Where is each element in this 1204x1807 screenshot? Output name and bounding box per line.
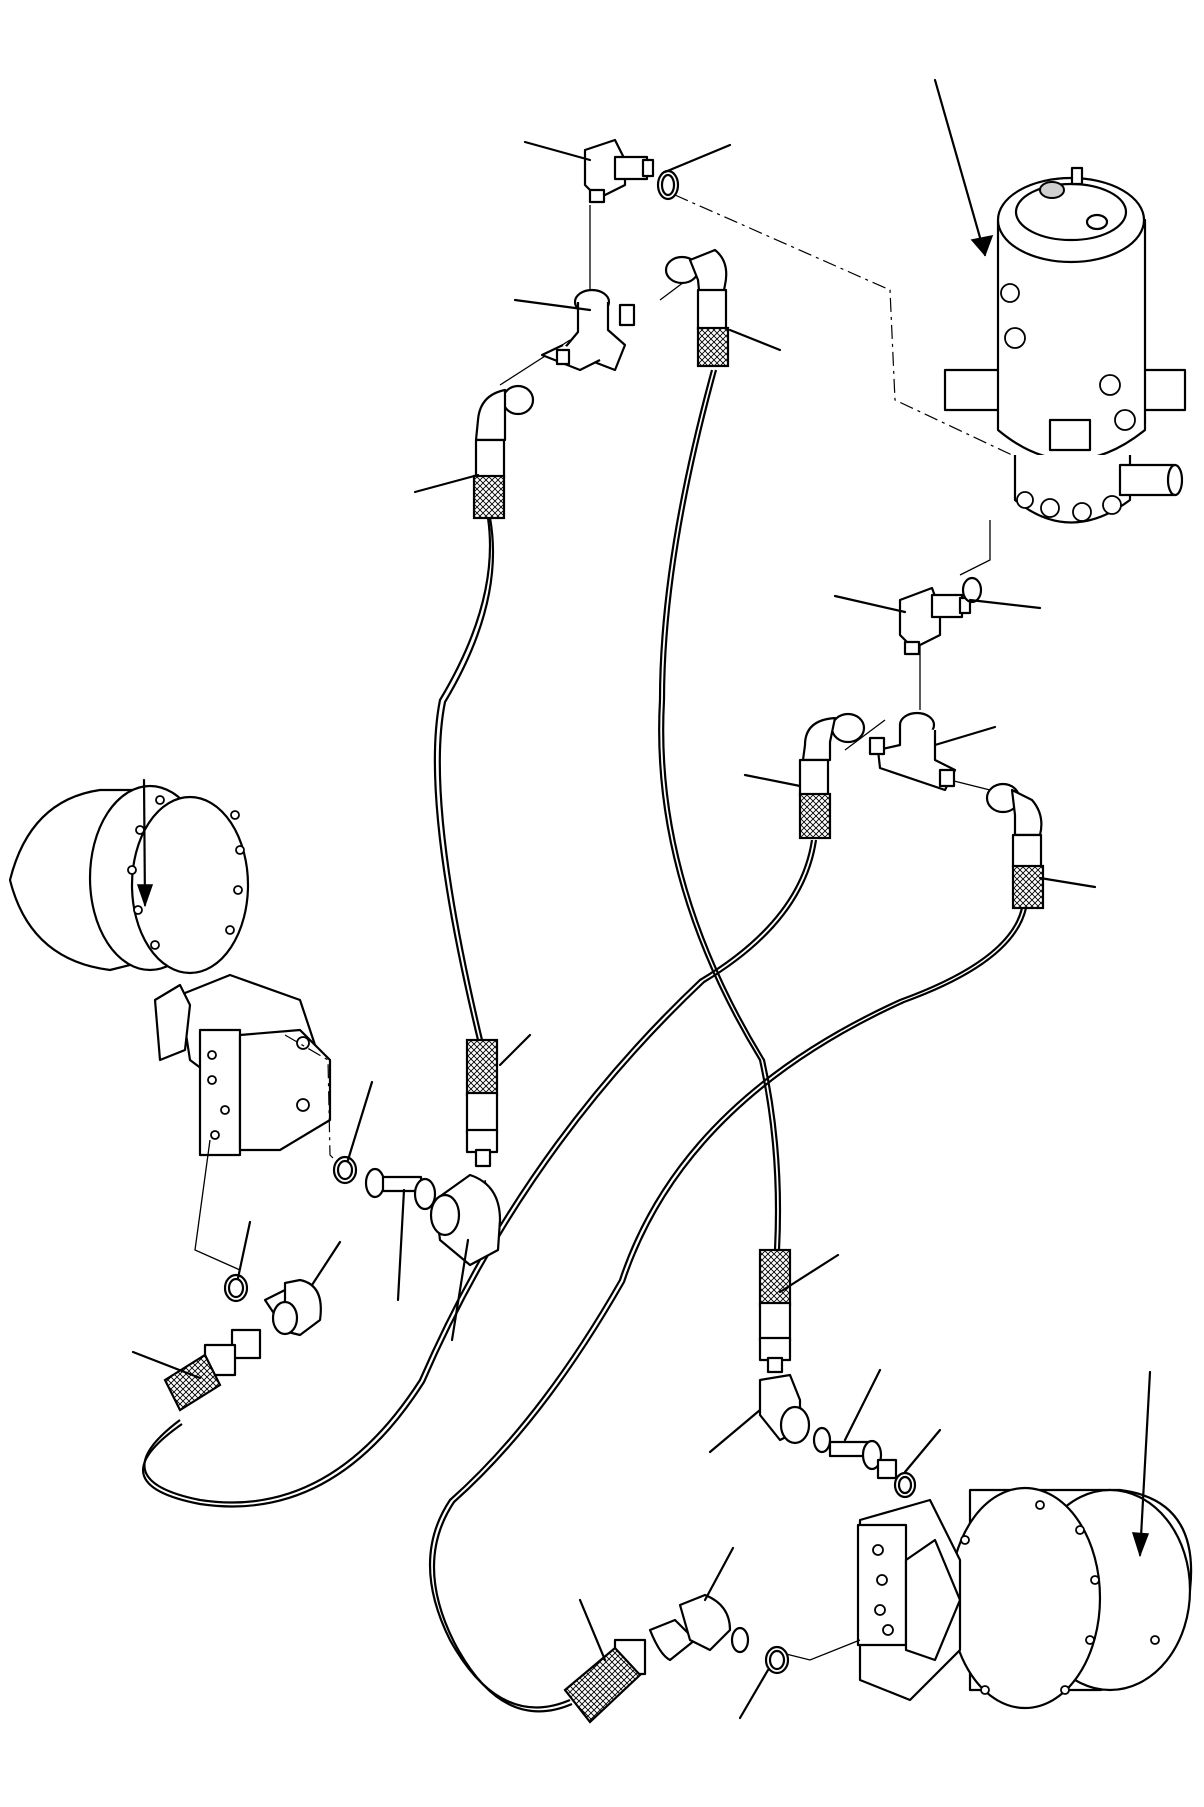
travel-motor-right (856, 1486, 1193, 1710)
leader-24 (738, 1668, 770, 1720)
leader-18 (778, 1253, 840, 1294)
leader-10 (1038, 876, 1097, 889)
upper-fittings (472, 138, 730, 520)
arrow-motor-right (1138, 1370, 1152, 1557)
leader-12 (346, 1080, 374, 1162)
leader-2 (663, 143, 732, 174)
connection-lines (194, 194, 1013, 1661)
leader-9 (743, 773, 802, 788)
leader-1 (523, 140, 592, 162)
leader-6 (833, 594, 907, 614)
leader-16 (310, 1240, 342, 1287)
leader-5 (413, 473, 480, 494)
right-fittings (798, 576, 1045, 910)
arrow-motor-left (142, 778, 147, 907)
leader-23 (578, 1598, 607, 1662)
callout-leaders (131, 78, 1152, 1720)
leader-21 (903, 1428, 942, 1474)
leader-11 (498, 1033, 532, 1067)
leader-3 (513, 298, 592, 312)
travel-motor-left (8, 784, 332, 1157)
leader-22 (703, 1546, 735, 1602)
hose-runs (141, 369, 1028, 1713)
leader-8 (933, 725, 997, 747)
right-motor-fittings (563, 1248, 917, 1724)
swivel-joint (943, 166, 1187, 524)
leader-17 (131, 1350, 202, 1380)
leader-19 (708, 1408, 762, 1454)
leader-15 (236, 1220, 252, 1280)
leader-7 (968, 598, 1042, 610)
left-motor-fittings (163, 1038, 502, 1412)
leader-20 (843, 1368, 882, 1442)
leader-14 (450, 1238, 470, 1342)
leader-13 (396, 1188, 406, 1302)
arrow-swivel (933, 78, 987, 257)
leader-4 (728, 328, 782, 352)
